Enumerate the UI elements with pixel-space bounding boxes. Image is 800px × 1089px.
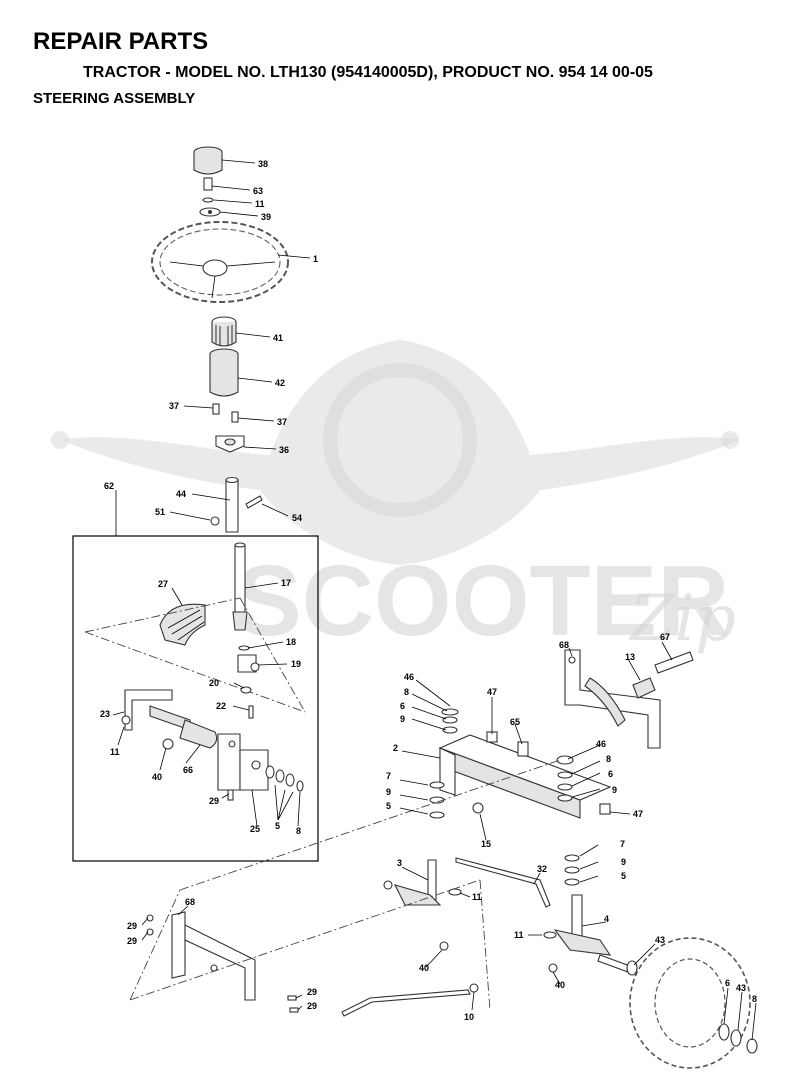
callout-51: 51 [155, 507, 165, 517]
callout-6-left: 6 [400, 701, 405, 711]
callout-66: 66 [183, 765, 193, 775]
callout-29-bottom-a: 29 [307, 987, 317, 997]
steering-shaft-upper [210, 476, 263, 533]
section-heading: STEERING ASSEMBLY [33, 90, 196, 107]
callout-11-spindle: 11 [514, 930, 524, 940]
callout-29-lower-a: 29 [127, 921, 137, 931]
callout-36: 36 [279, 445, 289, 455]
callout-7-left: 7 [386, 771, 391, 781]
callout-40-axle: 40 [419, 963, 429, 973]
callout-9-right-lower: 9 [621, 857, 626, 867]
callout-9-left-lower: 9 [386, 787, 391, 797]
callout-29-bottom-b: 29 [307, 1001, 317, 1011]
callout-11-axle: 11 [472, 892, 482, 902]
steering-adapter [211, 316, 237, 347]
callout-44: 44 [176, 489, 186, 499]
callout-11: 11 [255, 199, 265, 209]
front-axle [429, 708, 612, 886]
callout-39: 39 [261, 212, 271, 222]
callout-10: 10 [464, 1012, 474, 1022]
callout-22: 22 [216, 701, 226, 711]
callout-8-left: 8 [404, 687, 409, 697]
callout-68-upper: 68 [559, 640, 569, 650]
callout-15: 15 [481, 839, 491, 849]
callout-8-right: 8 [606, 754, 611, 764]
callout-38: 38 [258, 159, 268, 169]
callout-23: 23 [100, 709, 110, 719]
callout-68-lower: 68 [185, 897, 195, 907]
callout-29-inset: 29 [209, 796, 219, 806]
spindle-right [543, 894, 638, 976]
callout-43-lower: 43 [736, 983, 746, 993]
spindle-left [383, 859, 462, 951]
inset-plane-dashes [84, 597, 306, 713]
callout-47-right: 47 [633, 809, 643, 819]
callout-11-inset: 11 [110, 747, 120, 757]
mount-plate [217, 733, 304, 801]
callout-8-inset: 8 [296, 826, 301, 836]
steering-bellows [209, 348, 239, 397]
callout-6-wheel: 6 [725, 978, 730, 988]
drag-link [455, 857, 551, 908]
front-wheel [629, 937, 758, 1069]
callout-43-upper: 43 [655, 935, 665, 945]
steering-cap [193, 146, 223, 175]
callout-18: 18 [286, 637, 296, 647]
inset-bracket [121, 689, 218, 750]
callout-9-right: 9 [612, 785, 617, 795]
callout-25: 25 [250, 824, 260, 834]
model-subtitle: TRACTOR - MODEL NO. LTH130 (954140005D),… [83, 64, 653, 81]
callout-6-right: 6 [608, 769, 613, 779]
callout-2: 2 [393, 743, 398, 753]
callout-46-right: 46 [596, 739, 606, 749]
callout-27: 27 [158, 579, 168, 589]
callout-9-left: 9 [400, 714, 405, 724]
callout-46-left: 46 [404, 672, 414, 682]
callout-42: 42 [275, 378, 285, 388]
callout-63: 63 [253, 186, 263, 196]
pinion-parts [237, 645, 260, 719]
callout-7-right: 7 [620, 839, 625, 849]
callout-20: 20 [209, 678, 219, 688]
callout-3: 3 [397, 858, 402, 868]
callout-32: 32 [537, 864, 547, 874]
lower-bracket [146, 911, 299, 1013]
callout-29-lower-b: 29 [127, 936, 137, 946]
callout-5-inset: 5 [275, 821, 280, 831]
callout-41: 41 [273, 333, 283, 343]
callout-13: 13 [625, 652, 635, 662]
sector-gear [159, 603, 206, 646]
watermark-logo: SCOOTER Zip [51, 340, 740, 657]
callout-8-wheel: 8 [752, 994, 757, 1004]
steering-bolt [199, 177, 221, 217]
callout-labels: 38 63 11 39 1 41 42 37 37 36 62 44 51 54… [100, 159, 757, 1022]
callout-17: 17 [281, 578, 291, 588]
callout-1: 1 [313, 254, 318, 264]
callout-65: 65 [510, 717, 520, 727]
callout-54: 54 [292, 513, 302, 523]
inset-frame [72, 535, 319, 862]
rear-bracket [564, 649, 694, 749]
callout-5-left: 5 [386, 801, 391, 811]
callout-37-right: 37 [277, 417, 287, 427]
lower-plane-dashes [129, 759, 561, 1011]
callout-19: 19 [291, 659, 301, 669]
steering-shaft-lower [232, 542, 248, 631]
callout-37-left: 37 [169, 401, 179, 411]
callout-47-left: 47 [487, 687, 497, 697]
callout-62: 62 [104, 481, 114, 491]
steering-wheel [151, 221, 289, 303]
page-title: REPAIR PARTS [33, 28, 209, 55]
callout-40-inset: 40 [152, 772, 162, 782]
watermark-script: Zip [628, 582, 736, 656]
callout-4: 4 [604, 914, 609, 924]
callout-67: 67 [660, 632, 670, 642]
callout-5-right: 5 [621, 871, 626, 881]
tie-rod [341, 983, 479, 1017]
column-bracket [212, 403, 245, 453]
callout-40-spindle: 40 [555, 980, 565, 990]
